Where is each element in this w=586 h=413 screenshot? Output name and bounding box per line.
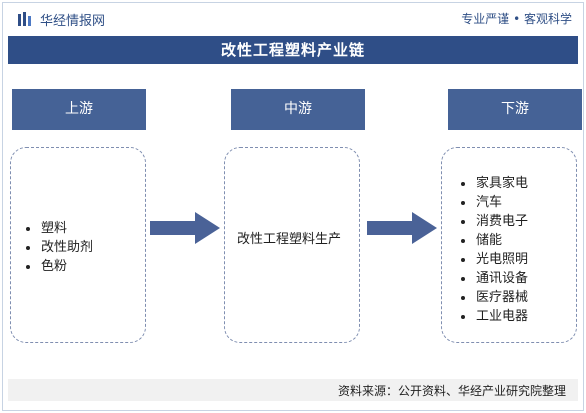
downstream-list: 家具家电 汽车 消费电子 储能 光电照明 通讯设备 医疗器械 工业电器 (460, 174, 528, 326)
downstream-item-text: 光电照明 (476, 252, 529, 267)
bullet-icon (461, 239, 465, 243)
bullet-icon (461, 182, 465, 186)
bullet-icon (461, 315, 465, 319)
list-item: 工业电器 (460, 307, 528, 326)
list-item: 消费电子 (460, 212, 528, 231)
bullet-icon (26, 227, 30, 231)
downstream-item-text: 储能 (476, 233, 503, 248)
header: 华经情报网 专业严谨 • 客观科学 (0, 0, 586, 36)
bullet-icon (461, 277, 465, 281)
bullet-icon (461, 220, 465, 224)
list-item: 家具家电 (460, 174, 528, 193)
brand-name: 华经情报网 (40, 14, 106, 29)
bullet-icon (461, 296, 465, 300)
page-title: 改性工程塑料产业链 (8, 36, 578, 64)
list-item: 改性助剂 (25, 238, 93, 257)
right-arrow-icon (367, 212, 437, 244)
logo-bars-icon (18, 12, 31, 26)
stage-midstream: 中游 (231, 89, 365, 130)
list-item: 医疗器械 (460, 288, 528, 307)
brand-slogan: 专业严谨 • 客观科学 (461, 12, 572, 26)
downstream-item-text: 医疗器械 (476, 290, 529, 305)
downstream-item-text: 工业电器 (476, 309, 529, 324)
upstream-item-text: 塑料 (41, 221, 68, 236)
list-item: 通讯设备 (460, 269, 528, 288)
stage-upstream: 上游 (12, 89, 146, 130)
upstream-item-text: 改性助剂 (41, 240, 94, 255)
upstream-list: 塑料 改性助剂 色粉 (25, 219, 93, 276)
upstream-panel: 塑料 改性助剂 色粉 (10, 147, 146, 343)
right-arrow-icon (150, 212, 220, 244)
midstream-text: 改性工程塑料生产 (237, 232, 342, 247)
downstream-item-text: 家具家电 (476, 176, 529, 191)
midstream-panel: 改性工程塑料生产 (224, 147, 360, 343)
list-item: 色粉 (25, 257, 93, 276)
downstream-item-text: 通讯设备 (476, 271, 529, 286)
bullet-icon (461, 201, 465, 205)
list-item: 光电照明 (460, 250, 528, 269)
bullet-icon (26, 246, 30, 250)
upstream-item-text: 色粉 (41, 259, 68, 274)
list-item: 汽车 (460, 193, 528, 212)
bullet-icon (461, 258, 465, 262)
list-item: 塑料 (25, 219, 93, 238)
downstream-panel: 家具家电 汽车 消费电子 储能 光电照明 通讯设备 医疗器械 工业电器 (441, 147, 577, 343)
list-item: 储能 (460, 231, 528, 250)
source-note: 资料来源：公开资料、华经产业研究院整理 (337, 384, 566, 398)
footer: 资料来源：公开资料、华经产业研究院整理 (8, 379, 578, 401)
bullet-icon (26, 265, 30, 269)
stage-downstream: 下游 (448, 89, 582, 130)
downstream-item-text: 消费电子 (476, 214, 529, 229)
downstream-item-text: 汽车 (476, 195, 503, 210)
